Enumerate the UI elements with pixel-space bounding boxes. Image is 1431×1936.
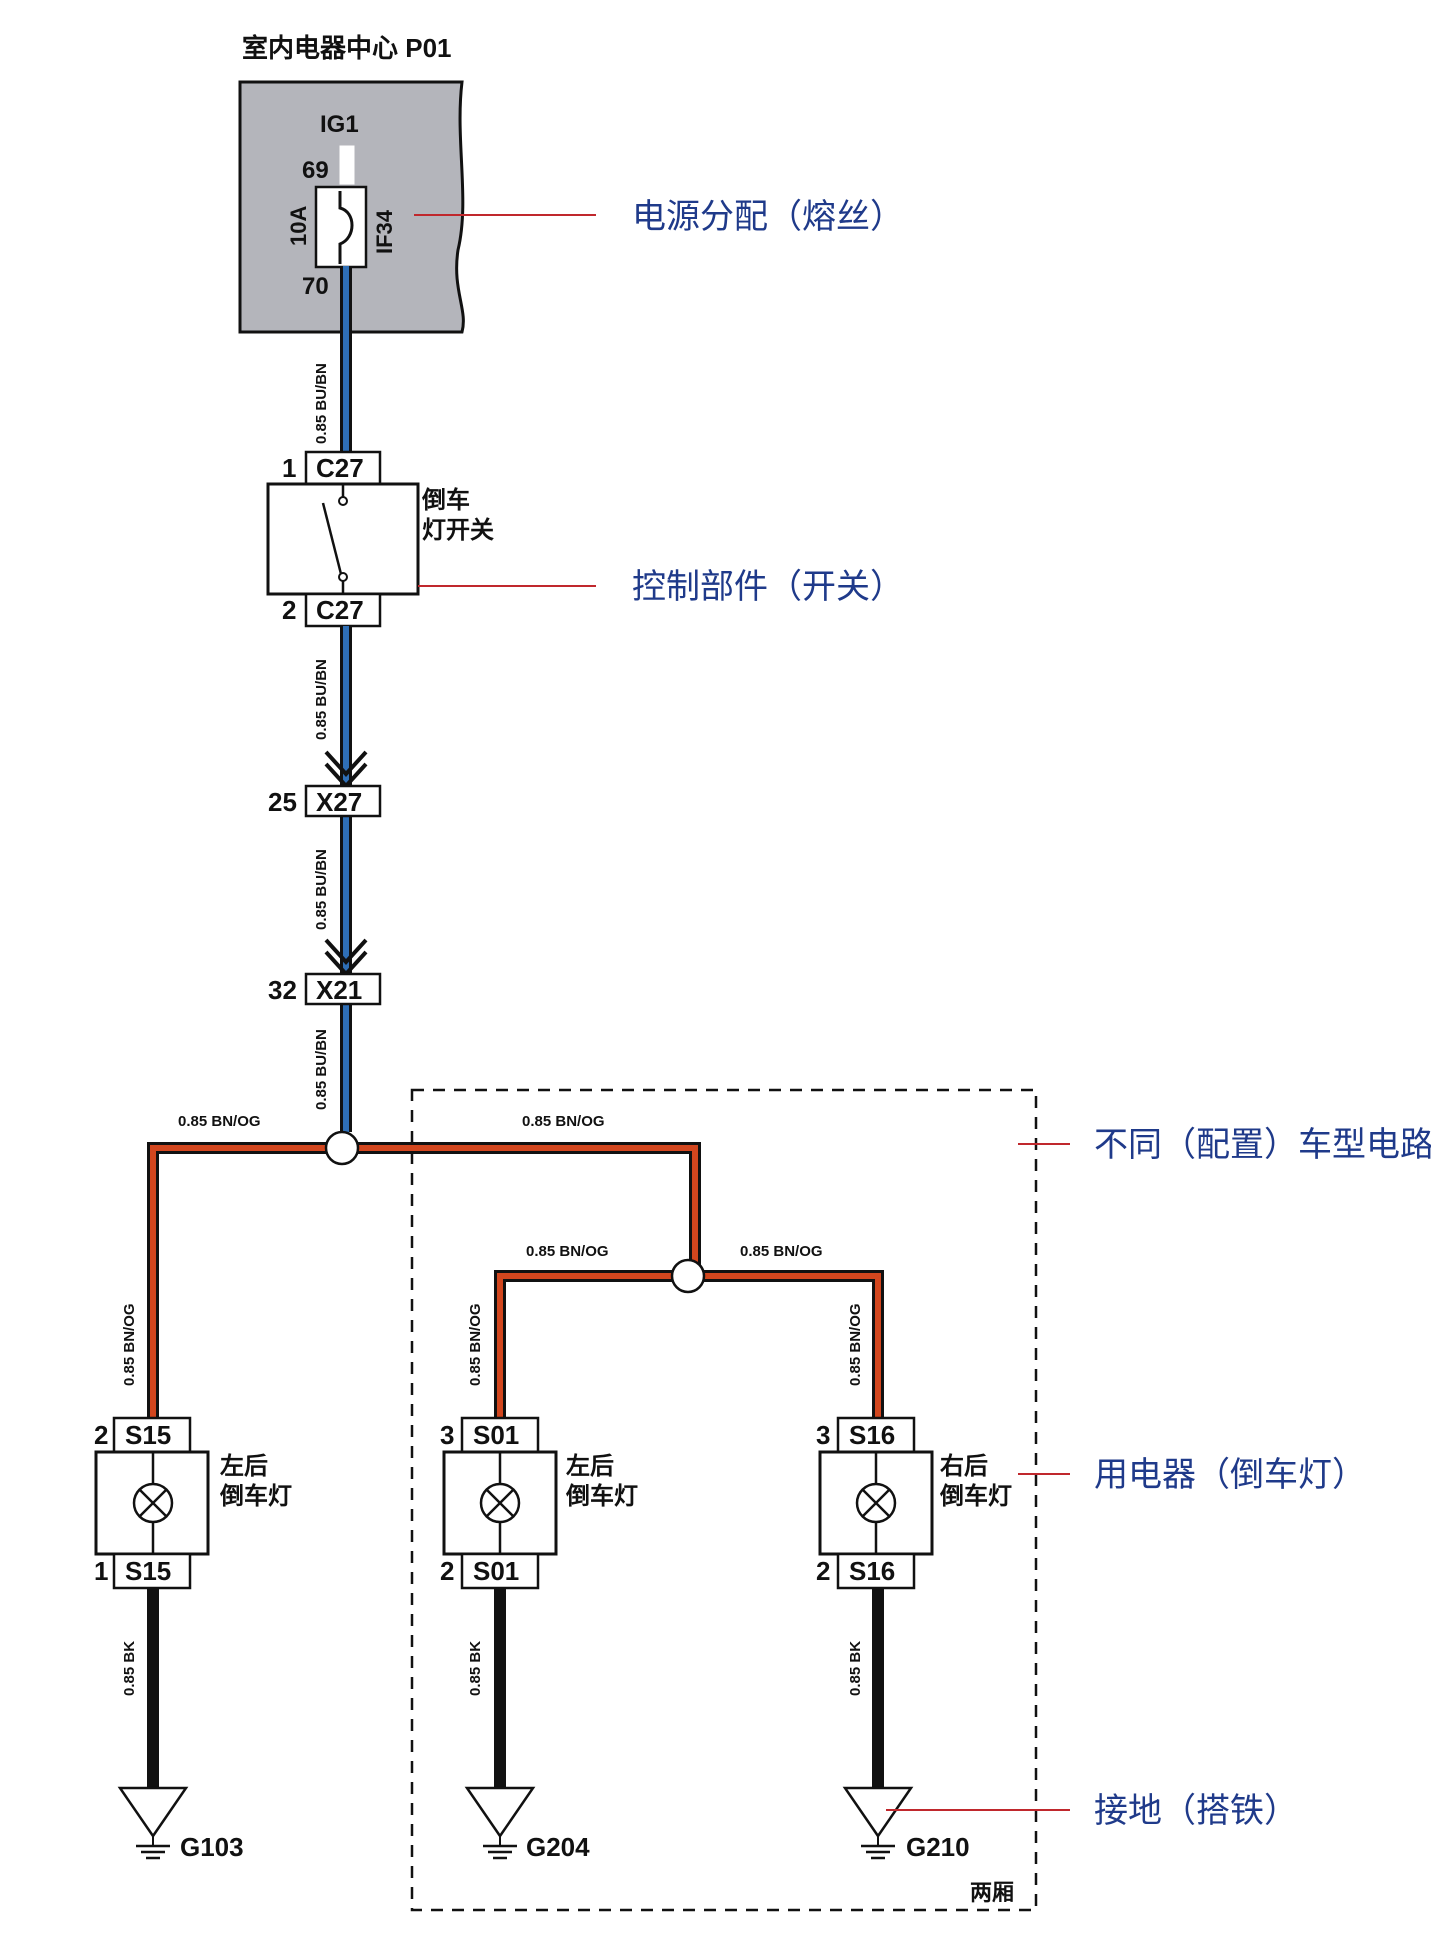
s15-bottom-id: S15 (125, 1556, 171, 1586)
wire-label-black-1: 0.85 BK (121, 1641, 138, 1696)
lamp-right-rear-s16: 3 S16 右后 倒车灯 2 S16 (816, 1416, 1012, 1590)
s15-top-id: S15 (125, 1420, 171, 1450)
s15-top-pin: 2 (94, 1420, 108, 1450)
s01-name-line1: 左后 (566, 1453, 614, 1480)
inline-connector-x27: 25 X27 (268, 784, 382, 818)
s15-name-line2: 倒车灯 (219, 1482, 292, 1510)
wire-label-orange-4: 0.85 BN/OG (740, 1243, 823, 1260)
wire-label-black-3: 0.85 BK (847, 1641, 864, 1696)
x27-id: X27 (316, 787, 362, 817)
splice-secondary (670, 1258, 706, 1294)
ground-icon (117, 1786, 189, 1839)
power-center-title: 室内电器中心 P01 (242, 33, 452, 63)
wire-label-orange-7: 0.85 BN/OG (847, 1303, 864, 1386)
fuse-pin-out: 70 (302, 273, 329, 300)
switch-blade (321, 502, 343, 575)
fuse-id: IF34 (372, 209, 397, 254)
splice-main (324, 1130, 360, 1166)
wire-label-black-2: 0.85 BK (467, 1641, 484, 1696)
annotation-ground: 接地（搭铁） (1094, 1792, 1298, 1830)
switch-name-line2: 灯开关 (422, 517, 494, 544)
s16-top-pin: 3 (816, 1420, 830, 1450)
annotation-variant: 不同（配置）车型电路 (1094, 1126, 1431, 1164)
annotation-leaders (414, 214, 1070, 1811)
variant-dashed-box (410, 1088, 1038, 1912)
switch-name-line1: 倒车 (421, 486, 470, 514)
fuse-top-lead (339, 145, 355, 185)
x21-id: X21 (316, 975, 362, 1005)
fuse-pin-in: 69 (302, 157, 329, 184)
variant-box-label: 两厢 (970, 1880, 1014, 1905)
wire-label-blue-4: 0.85 BU/BN (313, 1029, 330, 1110)
switch-connector-top: 1 C27 (282, 450, 382, 486)
s01-bottom-id: S01 (473, 1556, 519, 1586)
s01-name-line2: 倒车灯 (565, 1482, 638, 1510)
switch-contact-upper-dot (338, 496, 348, 506)
ground-icon (464, 1786, 536, 1839)
wire-label-blue-1: 0.85 BU/BN (313, 363, 330, 444)
s15-name-line1: 左后 (220, 1453, 268, 1480)
wire-label-orange-3: 0.85 BN/OG (526, 1243, 609, 1260)
ig-label: IG1 (320, 111, 359, 138)
ground-g204-label: G204 (526, 1832, 590, 1862)
x27-pin: 25 (268, 787, 297, 817)
annotation-control: 控制部件（开关） (632, 568, 904, 606)
ground-g103-label: G103 (180, 1832, 244, 1862)
s01-top-id: S01 (473, 1420, 519, 1450)
s15-bottom-pin: 1 (94, 1556, 108, 1586)
lamp-left-rear-s01: 3 S01 左后 倒车灯 2 S01 (440, 1416, 638, 1590)
wire-label-orange-6: 0.85 BN/OG (467, 1303, 484, 1386)
fuse-element (338, 191, 354, 264)
s01-bottom-pin: 2 (440, 1556, 454, 1586)
ground-g210: G210 (842, 1786, 970, 1862)
wire-label-orange-5: 0.85 BN/OG (121, 1303, 138, 1386)
switch-top-id: C27 (316, 453, 364, 483)
inline-connector-x21: 32 X21 (268, 972, 382, 1006)
wire-label-blue-2: 0.85 BU/BN (313, 659, 330, 740)
switch-bottom-id: C27 (316, 595, 364, 625)
ground-g204: G204 (464, 1786, 590, 1862)
switch-bottom-pin: 2 (282, 595, 296, 625)
annotation-power: 电源分配（熔丝） (632, 198, 904, 236)
ground-g103: G103 (117, 1786, 244, 1862)
s16-top-id: S16 (849, 1420, 895, 1450)
x21-pin: 32 (268, 975, 297, 1005)
lamp-left-rear-s15: 2 S15 左后 倒车灯 1 S15 (94, 1416, 292, 1590)
switch-connector-bottom: 2 C27 (282, 592, 382, 628)
switch-top-pin: 1 (282, 453, 296, 483)
s16-bottom-pin: 2 (816, 1556, 830, 1586)
wire-black-segments (147, 1588, 884, 1788)
s16-bottom-id: S16 (849, 1556, 895, 1586)
switch-contact-lower-dot (338, 572, 348, 582)
s01-top-pin: 3 (440, 1420, 454, 1450)
ground-icon (842, 1786, 914, 1839)
ground-g210-label: G210 (906, 1832, 970, 1862)
s16-name-line2: 倒车灯 (939, 1482, 1012, 1510)
wire-label-blue-3: 0.85 BU/BN (313, 849, 330, 930)
fuse-rating: 10A (286, 206, 311, 246)
wire-orange-segments (147, 1142, 884, 1430)
annotation-load: 用电器（倒车灯） (1094, 1456, 1366, 1494)
wire-label-orange-2: 0.85 BN/OG (522, 1113, 605, 1130)
wire-label-orange-1: 0.85 BN/OG (178, 1113, 261, 1130)
s16-name-line1: 右后 (940, 1453, 988, 1480)
